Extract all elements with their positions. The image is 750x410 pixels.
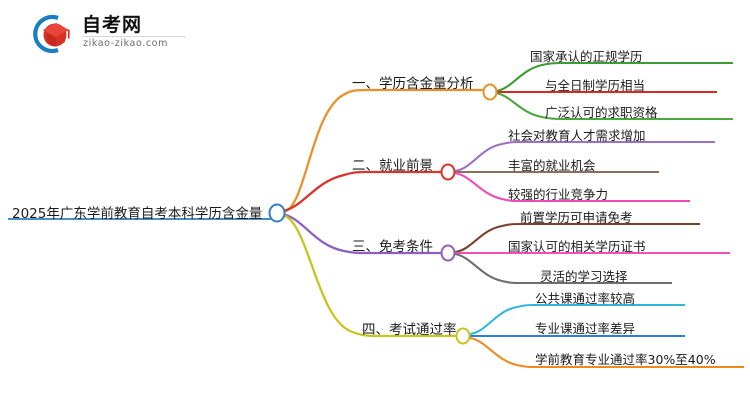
- branch-2-child-3-label[interactable]: 较强的行业竞争力: [508, 187, 609, 202]
- logo-url: zikao-zikao.com: [83, 38, 168, 49]
- edge-root-branch-4: [281, 213, 380, 338]
- edge-root-branch-3: [281, 212, 368, 255]
- logo-brand-name: 自考网: [82, 14, 143, 36]
- branch-3-label[interactable]: 三、免考条件: [352, 239, 433, 255]
- edge-branch-1-child-1: [494, 61, 564, 93]
- branch-1-child-2-label[interactable]: 与全日制学历相当: [545, 78, 646, 93]
- branch-2-child-2-label[interactable]: 丰富的就业机会: [508, 158, 596, 173]
- branch-2-child-1-label[interactable]: 社会对教育人才需求增加: [508, 128, 646, 143]
- branch-1-label[interactable]: 一、学历含金量分析: [352, 76, 474, 92]
- edge-branch-1-child-3: [494, 91, 564, 121]
- logo-divider: [82, 36, 186, 37]
- edge-root-branch-1: [281, 88, 368, 214]
- branch-4-child-3-label[interactable]: 学前教育专业通过率30%至40%: [535, 352, 716, 367]
- root-node-circle[interactable]: [268, 203, 286, 223]
- branch-3-node-circle[interactable]: [440, 244, 456, 262]
- graduation-cap-arc-logo-icon: [33, 14, 70, 54]
- edge-branch-4-child-3: [468, 336, 537, 369]
- branch-2-node-circle[interactable]: [440, 163, 456, 181]
- branch-1-child-3-label[interactable]: 广泛认可的求职资格: [545, 105, 658, 120]
- edge-branch-2-child-1: [453, 140, 522, 173]
- branch-3-child-3-label[interactable]: 灵活的学习选择: [540, 269, 628, 284]
- branch-2-label[interactable]: 二、就业前景: [352, 158, 433, 174]
- edge-branch-3-child-3: [453, 252, 522, 285]
- branch-1-node-circle[interactable]: [482, 83, 498, 101]
- branch-1-child-1-label[interactable]: 国家承认的正规学历: [530, 49, 643, 64]
- branch-3-child-2-label[interactable]: 国家认可的相关学历证书: [508, 239, 646, 254]
- edge-branch-2-child-3: [453, 171, 522, 203]
- branch-3-child-1-label[interactable]: 前置学历可申请免考: [520, 210, 633, 225]
- root-node-label[interactable]: 2025年广东学前教育自考本科学历含金量: [12, 206, 263, 222]
- site-logo: 自考网 zikao-zikao.com: [28, 10, 188, 58]
- edge-branch-4-child-1: [468, 303, 537, 336]
- branch-4-label[interactable]: 四、考试通过率: [362, 322, 457, 338]
- edge-branch-3-child-1: [453, 222, 522, 254]
- branch-4-node-circle[interactable]: [455, 327, 471, 345]
- branch-4-child-1-label[interactable]: 公共课通过率较高: [535, 291, 636, 306]
- branch-4-child-2-label[interactable]: 专业课通过率差异: [535, 321, 636, 336]
- edge-root-branch-2: [281, 170, 368, 213]
